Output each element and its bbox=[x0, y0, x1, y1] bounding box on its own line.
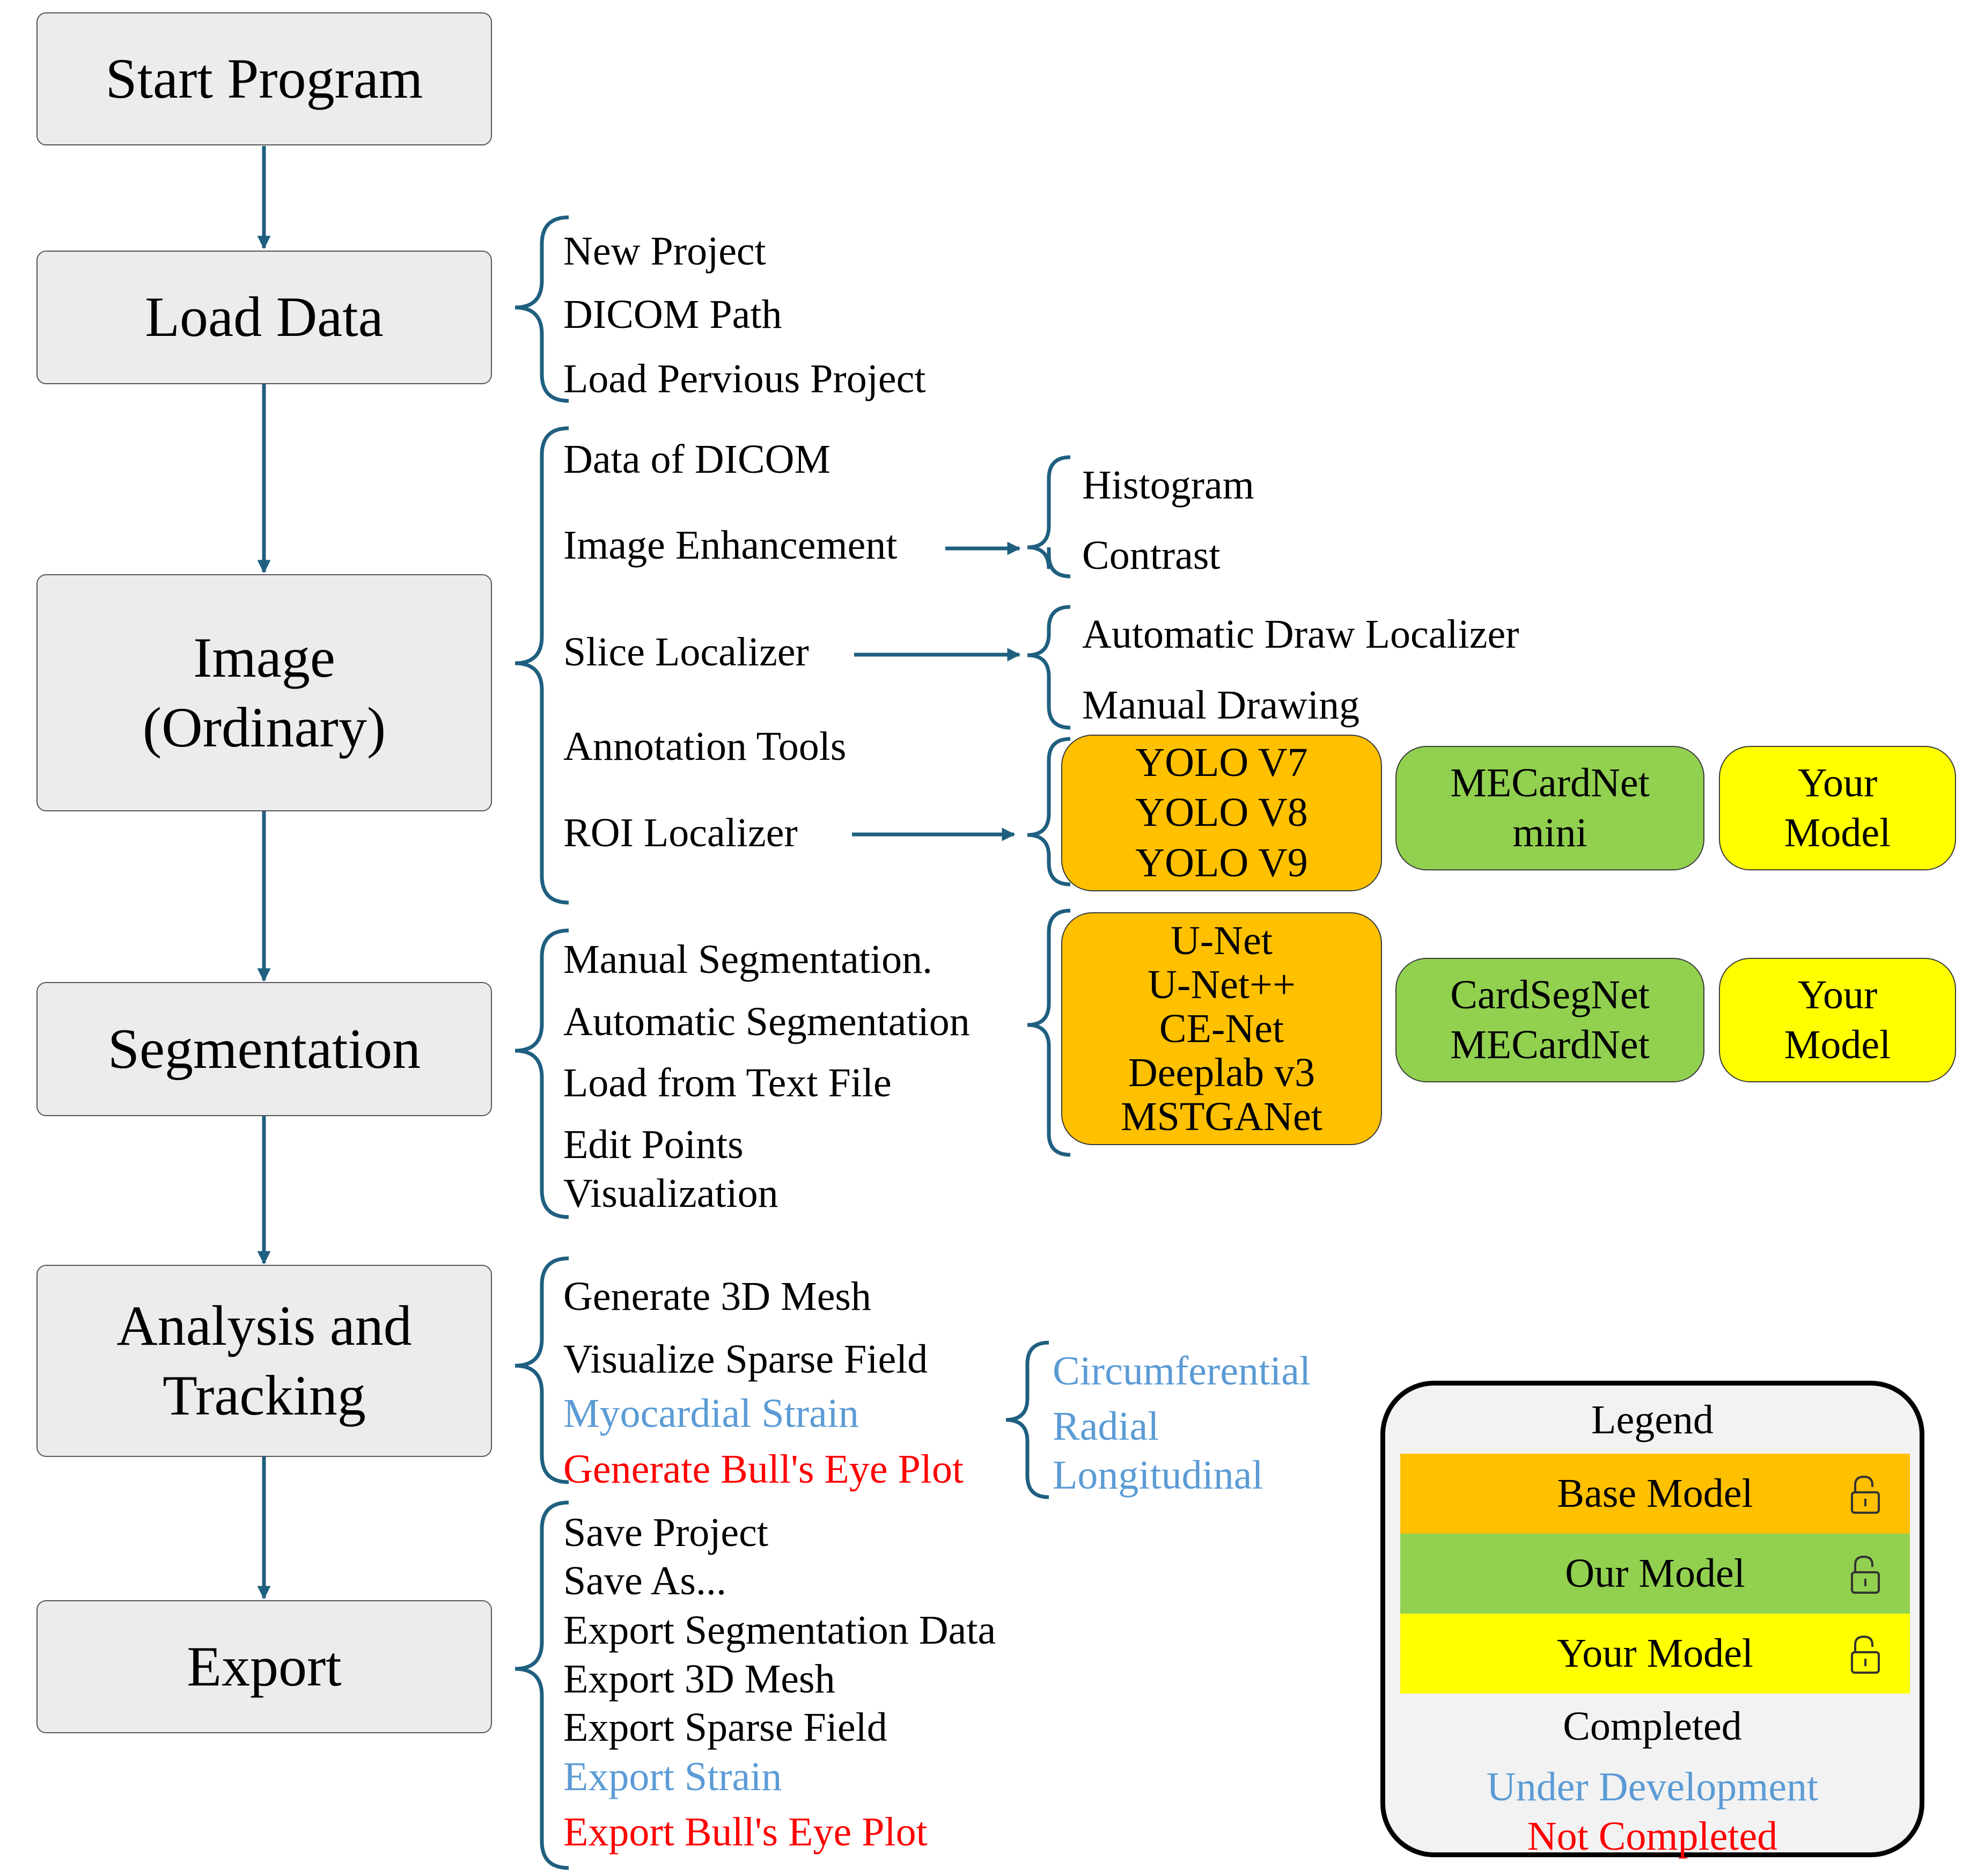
step-export[interactable]: Export bbox=[36, 1600, 492, 1733]
brace-image bbox=[514, 426, 569, 905]
analysis-item-myocardial-strain[interactable]: Myocardial Strain bbox=[563, 1391, 859, 1436]
model-name: CE-Net bbox=[1159, 1006, 1284, 1051]
brace-export bbox=[514, 1500, 569, 1870]
model-name: Deeplab v3 bbox=[1128, 1050, 1315, 1096]
model-name: Your bbox=[1797, 972, 1878, 1017]
enhancement-contrast[interactable]: Contrast bbox=[1082, 533, 1221, 578]
step-start-program[interactable]: Start Program bbox=[36, 12, 492, 145]
analysis-item-sparse-field[interactable]: Visualize Sparse Field bbox=[563, 1337, 928, 1382]
model-name: MECardNet bbox=[1450, 1022, 1650, 1067]
enhancement-histogram[interactable]: Histogram bbox=[1082, 463, 1254, 508]
model-name: YOLO V9 bbox=[1135, 840, 1308, 885]
legend-not-completed: Not Completed bbox=[1527, 1814, 1778, 1859]
brace-strain bbox=[1005, 1340, 1049, 1499]
export-item-save-project[interactable]: Save Project bbox=[563, 1510, 769, 1555]
strain-radial[interactable]: Radial bbox=[1053, 1404, 1159, 1449]
seg-our-models: CardSegNet MECardNet bbox=[1395, 958, 1704, 1082]
unlocked-padlock-icon bbox=[1851, 1475, 1880, 1514]
step-label: Start Program bbox=[105, 47, 423, 110]
seg-item-visualization[interactable]: Visualization bbox=[563, 1171, 778, 1216]
image-item-enhancement[interactable]: Image Enhancement bbox=[563, 523, 898, 568]
brace-enhancement-lower bbox=[1047, 547, 1071, 578]
load-item-new-project[interactable]: New Project bbox=[563, 229, 766, 274]
analysis-item-bulls-eye[interactable]: Generate Bull's Eye Plot bbox=[563, 1447, 964, 1492]
model-name: MSTGANet bbox=[1121, 1094, 1322, 1140]
export-item-sparse-field[interactable]: Export Sparse Field bbox=[563, 1705, 887, 1750]
seg-item-edit-points[interactable]: Edit Points bbox=[563, 1122, 744, 1167]
brace-seg-models bbox=[1027, 908, 1071, 1157]
legend-under-development: Under Development bbox=[1486, 1764, 1819, 1809]
model-name: mini bbox=[1512, 810, 1587, 855]
model-name: U-Net bbox=[1171, 918, 1273, 963]
brace-load bbox=[514, 215, 569, 403]
step-analysis-tracking[interactable]: Analysis and Tracking bbox=[36, 1265, 492, 1457]
step-label-line1: Analysis and bbox=[116, 1294, 412, 1357]
step-segmentation[interactable]: Segmentation bbox=[36, 982, 492, 1116]
seg-item-manual[interactable]: Manual Segmentation. bbox=[563, 937, 933, 982]
legend-row-your-model: Your Model bbox=[1400, 1614, 1910, 1694]
legend-row-base-model: Base Model bbox=[1400, 1454, 1910, 1534]
legend-title: Legend bbox=[1591, 1397, 1714, 1442]
brace-roi bbox=[1027, 737, 1071, 886]
localizer-automatic[interactable]: Automatic Draw Localizer bbox=[1082, 612, 1519, 657]
step-load-data[interactable]: Load Data bbox=[36, 251, 492, 384]
export-item-segmentation-data[interactable]: Export Segmentation Data bbox=[563, 1608, 996, 1653]
step-image-ordinary[interactable]: Image (Ordinary) bbox=[36, 574, 492, 811]
brace-segmentation bbox=[514, 928, 569, 1219]
model-name: Model bbox=[1784, 1022, 1891, 1067]
model-name: Model bbox=[1784, 810, 1891, 855]
brace-localizer bbox=[1027, 605, 1071, 730]
legend-label: Our Model bbox=[1565, 1551, 1745, 1596]
image-item-slice-localizer[interactable]: Slice Localizer bbox=[563, 629, 809, 675]
export-item-bulls-eye[interactable]: Export Bull's Eye Plot bbox=[563, 1809, 928, 1855]
localizer-manual[interactable]: Manual Drawing bbox=[1082, 683, 1360, 728]
seg-item-automatic[interactable]: Automatic Segmentation bbox=[563, 999, 970, 1044]
step-label-line2: (Ordinary) bbox=[142, 696, 386, 759]
model-name: CardSegNet bbox=[1450, 972, 1650, 1017]
step-label-line1: Image bbox=[193, 626, 335, 689]
strain-longitudinal[interactable]: Longitudinal bbox=[1053, 1453, 1263, 1498]
step-label: Export bbox=[187, 1635, 342, 1698]
roi-our-models: MECardNet mini bbox=[1395, 746, 1704, 870]
roi-your-model: Your Model bbox=[1719, 746, 1956, 870]
image-item-dicom-data[interactable]: Data of DICOM bbox=[563, 437, 831, 482]
strain-circumferential[interactable]: Circumferential bbox=[1053, 1349, 1311, 1394]
brace-analysis bbox=[514, 1256, 569, 1484]
seg-item-load-text[interactable]: Load from Text File bbox=[563, 1060, 892, 1105]
model-name: Your bbox=[1797, 760, 1878, 805]
model-name: U-Net++ bbox=[1148, 962, 1296, 1007]
seg-base-models: U-Net U-Net++ CE-Net Deeplab v3 MSTGANet bbox=[1061, 912, 1382, 1145]
legend-completed: Completed bbox=[1563, 1704, 1742, 1749]
legend-label: Base Model bbox=[1557, 1471, 1753, 1516]
export-item-save-as[interactable]: Save As... bbox=[563, 1558, 726, 1603]
model-name: YOLO V7 bbox=[1135, 739, 1308, 785]
unlocked-padlock-icon bbox=[1851, 1555, 1880, 1594]
roi-base-models: YOLO V7 YOLO V8 YOLO V9 bbox=[1061, 735, 1382, 891]
legend-row-our-model: Our Model bbox=[1400, 1534, 1910, 1614]
model-name: YOLO V8 bbox=[1135, 790, 1308, 836]
legend-label: Your Model bbox=[1556, 1631, 1753, 1676]
load-item-previous-project[interactable]: Load Pervious Project bbox=[563, 356, 926, 401]
image-item-roi-localizer[interactable]: ROI Localizer bbox=[563, 810, 798, 855]
load-item-dicom-path[interactable]: DICOM Path bbox=[563, 292, 782, 337]
step-label: Segmentation bbox=[108, 1017, 421, 1080]
step-label-line2: Tracking bbox=[163, 1364, 366, 1427]
analysis-item-3d-mesh[interactable]: Generate 3D Mesh bbox=[563, 1274, 872, 1319]
image-item-annotation-tools[interactable]: Annotation Tools bbox=[563, 724, 847, 769]
export-item-3d-mesh[interactable]: Export 3D Mesh bbox=[563, 1657, 835, 1702]
seg-your-model: Your Model bbox=[1719, 958, 1956, 1082]
unlocked-padlock-icon bbox=[1851, 1635, 1880, 1674]
legend-box: Legend Base Model Our Model Your Model bbox=[1380, 1381, 1924, 1857]
export-item-strain[interactable]: Export Strain bbox=[563, 1754, 782, 1799]
step-label: Load Data bbox=[145, 285, 384, 349]
model-name: MECardNet bbox=[1450, 760, 1650, 805]
